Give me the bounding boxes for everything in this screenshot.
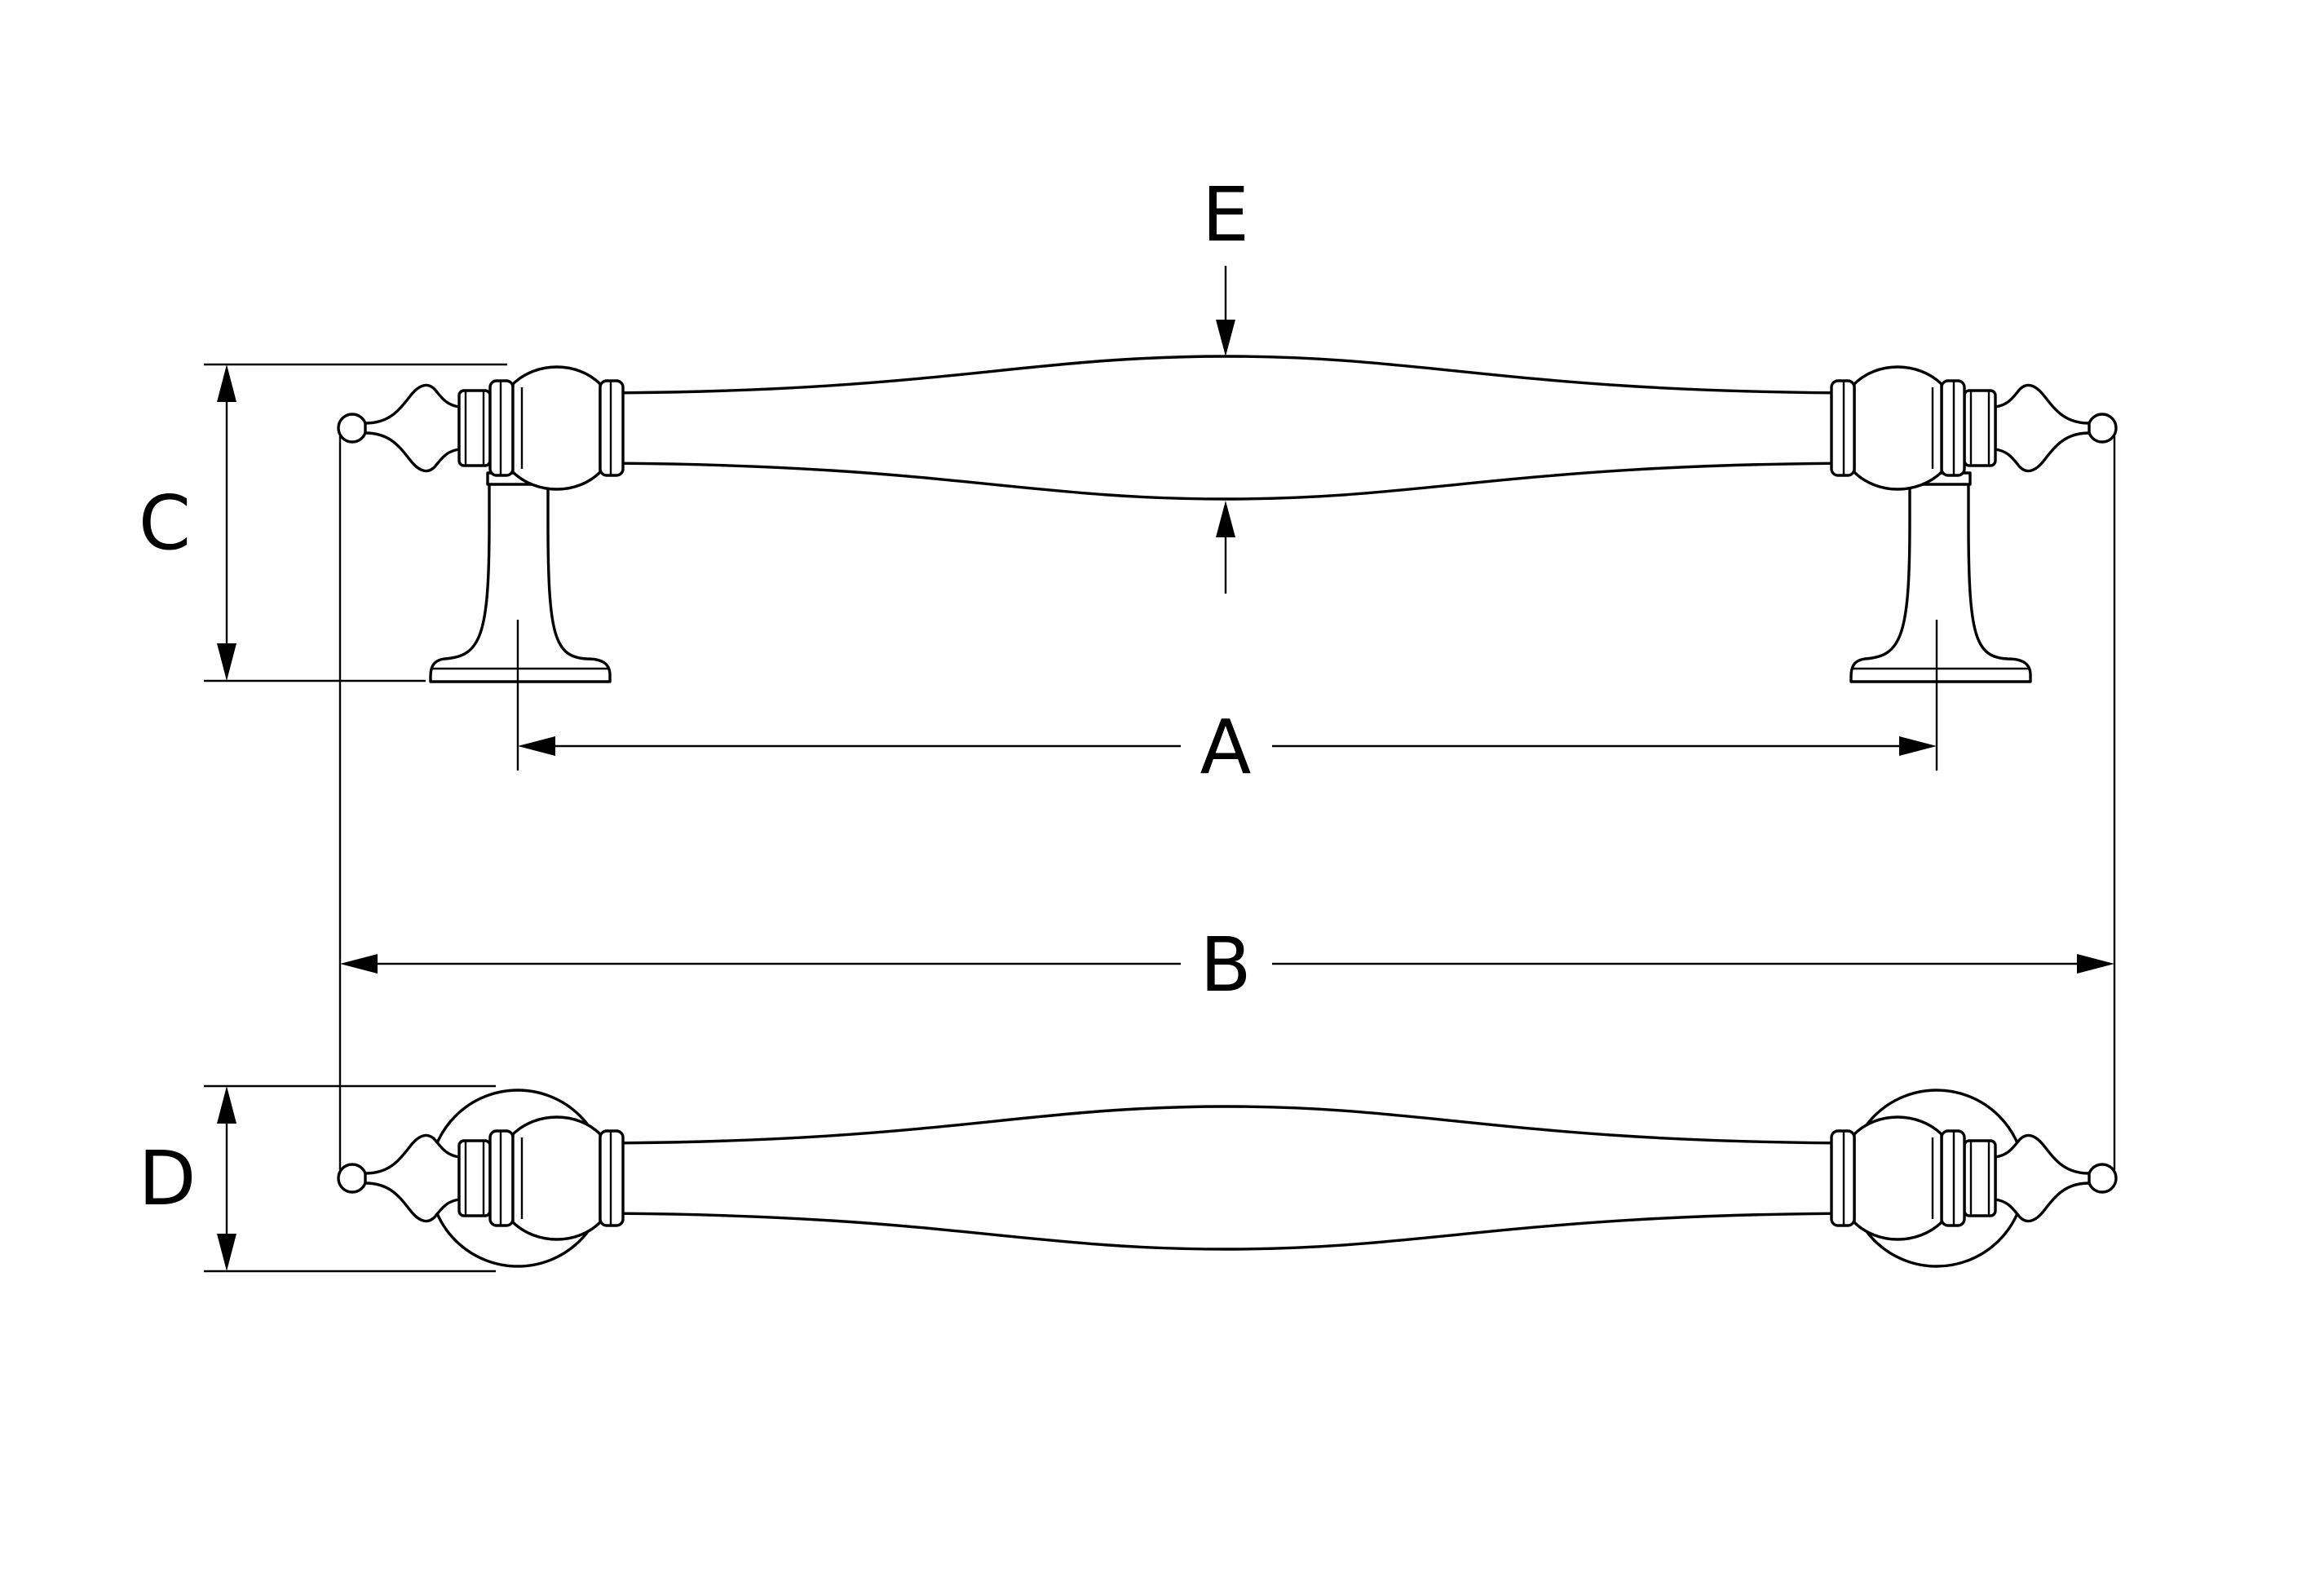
handle-bar-side [577,355,1877,501]
top-view [337,1089,2118,1268]
side-view [337,355,2118,683]
d-arrow-bottom [217,1234,236,1271]
dimension-lines [204,266,2116,1273]
dimension-label-b: B [1200,921,1251,1009]
a-arrow-left [518,736,555,756]
dimension-label-e: E [1202,171,1249,258]
e-arrow-bottom [1216,501,1235,537]
b-arrow-right [2077,954,2114,974]
dimension-label-c: C [139,479,191,567]
d-arrow-top [217,1086,236,1124]
e-arrow-top [1216,320,1235,356]
left-post [429,481,612,683]
dimension-label-a: A [1200,704,1252,791]
a-arrow-right [1899,736,1937,756]
handle-bar-top [577,1105,1877,1251]
b-arrow-left [340,954,378,974]
right-end-fitting [1830,365,2118,491]
c-arrow-top [217,364,236,402]
left-end-fitting [337,365,625,491]
right-post [1849,481,2032,683]
c-arrow-bottom [217,643,236,681]
dimension-label-d: D [139,1135,197,1222]
